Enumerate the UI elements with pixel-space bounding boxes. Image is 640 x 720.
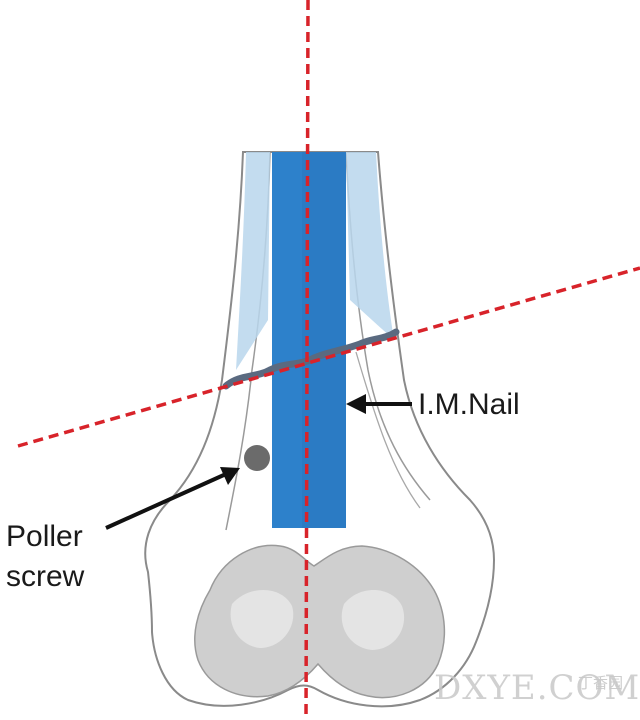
condyle-highlight-lateral <box>341 589 405 650</box>
poller-screw-label-line2: screw <box>6 560 85 593</box>
medullary-canal-lateral <box>346 152 394 340</box>
condyle-highlight-medial <box>230 589 294 648</box>
poller-screw-label-line1: Poller <box>6 520 83 553</box>
im-nail-label: I.M.Nail <box>418 388 520 421</box>
watermark: DXYE.COM <box>434 668 640 708</box>
oblique-axis-line <box>17 266 640 448</box>
vertical-axis-line <box>304 0 310 720</box>
femoral-condyles <box>194 544 446 699</box>
medullary-canal <box>236 152 270 370</box>
poller-arrow <box>105 467 240 530</box>
nail-arrow <box>346 394 412 414</box>
nail-shading <box>272 152 302 528</box>
metaphyseal-line <box>355 351 421 509</box>
poller-screw <box>244 445 270 471</box>
fracture-line <box>222 328 400 390</box>
watermark-sub: 丁香园 <box>578 675 624 692</box>
